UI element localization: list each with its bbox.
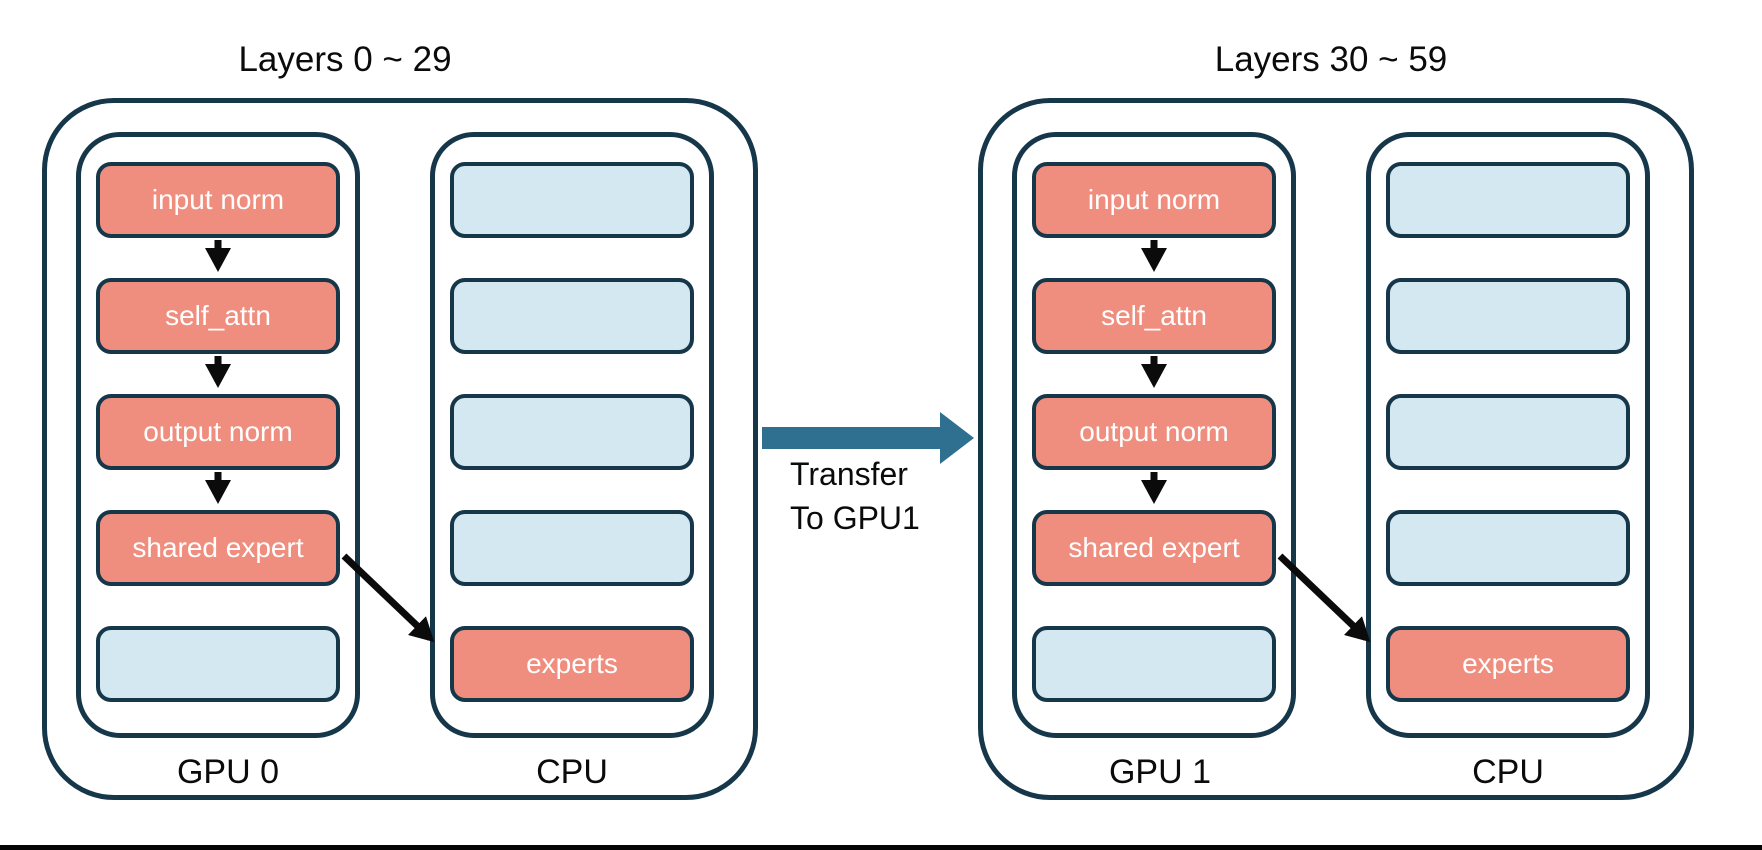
right-cpu-label: CPU xyxy=(1472,753,1544,791)
gpu0-input-norm-box: input norm xyxy=(96,162,340,238)
gpu1-self-attn-box: self_attn xyxy=(1032,278,1276,354)
gpu1-shared-expert-box: shared expert xyxy=(1032,510,1276,586)
left-group-title: Layers 0 ~ 29 xyxy=(238,40,452,79)
left-cpu-empty-box-3 xyxy=(450,394,694,470)
transfer-arrow-label: Transfer To GPU1 xyxy=(790,452,920,540)
gpu0-output-norm-box: output norm xyxy=(96,394,340,470)
gpu1-output-norm-box: output norm xyxy=(1032,394,1276,470)
right-cpu-empty-box-2 xyxy=(1386,278,1630,354)
right-cpu-empty-box-4 xyxy=(1386,510,1630,586)
transfer-label-line2: To GPU1 xyxy=(790,500,920,536)
left-cpu-label: CPU xyxy=(536,753,608,791)
left-cpu-experts-box: experts xyxy=(450,626,694,702)
gpu0-self-attn-box: self_attn xyxy=(96,278,340,354)
left-cpu-empty-box-4 xyxy=(450,510,694,586)
right-group-title: Layers 30 ~ 59 xyxy=(1214,40,1448,79)
gpu1-label: GPU 1 xyxy=(1108,753,1212,791)
transfer-label-line1: Transfer xyxy=(790,456,908,492)
gpu0-empty-box xyxy=(96,626,340,702)
left-cpu-empty-box-2 xyxy=(450,278,694,354)
right-cpu-empty-box-3 xyxy=(1386,394,1630,470)
right-cpu-empty-box-1 xyxy=(1386,162,1630,238)
bottom-border-line xyxy=(0,845,1762,850)
gpu1-input-norm-box: input norm xyxy=(1032,162,1276,238)
right-cpu-experts-box: experts xyxy=(1386,626,1630,702)
gpu0-label: GPU 0 xyxy=(176,753,280,791)
left-cpu-empty-box-1 xyxy=(450,162,694,238)
gpu1-empty-box xyxy=(1032,626,1276,702)
gpu0-shared-expert-box: shared expert xyxy=(96,510,340,586)
